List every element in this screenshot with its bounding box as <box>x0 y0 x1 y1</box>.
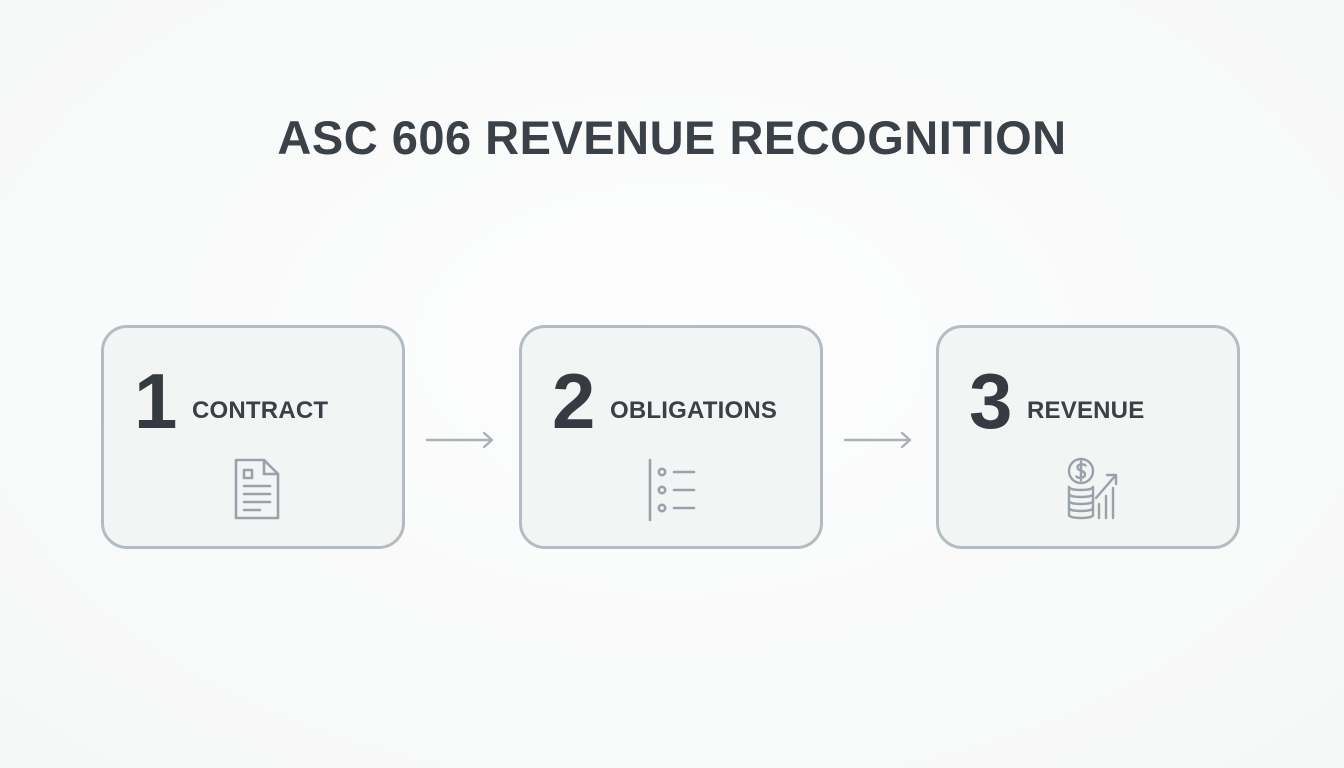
arrow-right-icon <box>425 431 494 449</box>
step-label: CONTRACT <box>192 397 329 424</box>
step-label: OBLIGATIONS <box>610 397 778 424</box>
step-box-revenue: 3 REVENUE <box>936 325 1240 549</box>
diagram-title: ASC 606 REVENUE RECOGNITION <box>277 111 1067 164</box>
step-box-obligations: 2 OBLIGATIONS <box>519 325 823 549</box>
step-box-contract: 1 CONTRACT <box>101 325 405 549</box>
step-number: 2 <box>552 357 596 445</box>
step-number: 3 <box>969 357 1013 445</box>
step-number: 1 <box>134 357 178 445</box>
list-icon <box>648 458 696 522</box>
coins-growth-icon <box>1067 457 1118 520</box>
document-icon <box>234 458 280 520</box>
arrow-right-icon <box>843 431 912 449</box>
step-label: REVENUE <box>1027 397 1145 424</box>
